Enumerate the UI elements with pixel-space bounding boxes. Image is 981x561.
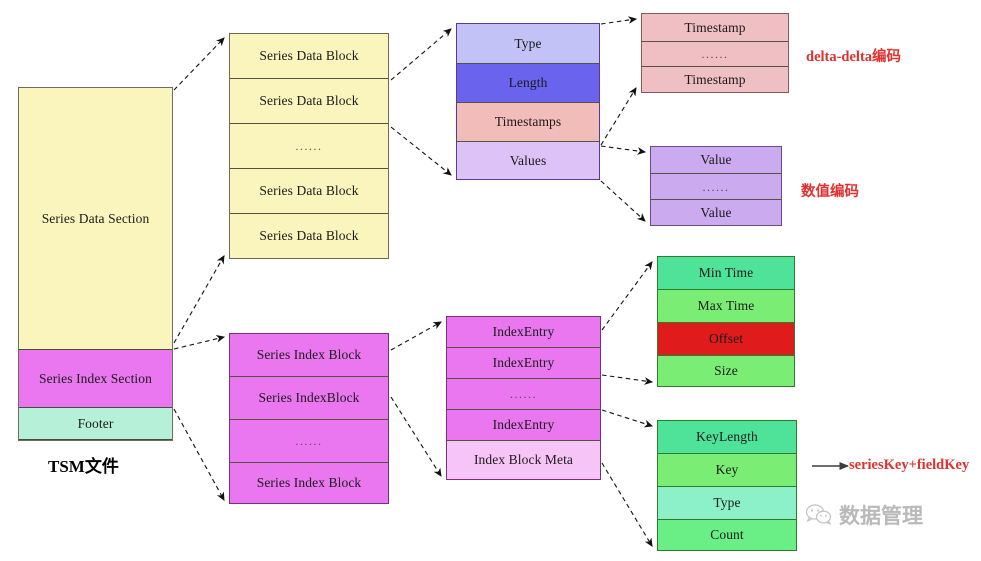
- series-data-block-4[interactable]: Series Data Block: [230, 214, 388, 258]
- tsm-cell-series-index-section[interactable]: Series Index Section: [19, 350, 172, 408]
- series-index-block-ellipsis: ......: [230, 420, 388, 463]
- link-data-section-to-blocks-top: [173, 37, 225, 91]
- watermark-label: 数据管理: [839, 504, 923, 528]
- value-list-stack: Value ...... Value: [650, 146, 782, 226]
- watermark: 数据管理: [805, 500, 923, 530]
- meta-field-count[interactable]: Count: [658, 520, 796, 550]
- index-entry-3[interactable]: IndexEntry: [447, 410, 600, 441]
- index-entry-2[interactable]: IndexEntry: [447, 348, 600, 379]
- link-block-to-detail-bottom: [390, 126, 452, 176]
- series-data-block-3[interactable]: Series Data Block: [230, 169, 388, 214]
- annotation-key-composition: seriesKey+fieldKey: [849, 457, 970, 473]
- link-meta-to-detail-bottom: [601, 462, 653, 547]
- series-index-block-3[interactable]: Series Index Block: [230, 463, 388, 503]
- link-index-section-to-indexblocks-top: [173, 334, 226, 350]
- link-meta-to-detail-top: [601, 409, 654, 428]
- index-block-meta[interactable]: Index Block Meta: [447, 441, 600, 479]
- entry-field-min-time[interactable]: Min Time: [658, 257, 794, 290]
- series-data-block-ellipsis: ......: [230, 124, 388, 169]
- value-last[interactable]: Value: [651, 200, 781, 225]
- link-timestamps-to-list: [600, 87, 637, 146]
- series-data-block-1[interactable]: Series Data Block: [230, 34, 388, 79]
- wechat-icon: [805, 503, 833, 527]
- data-block-detail-stack: Type Length Timestamps Values: [456, 23, 600, 180]
- index-entry-ellipsis: ......: [447, 379, 600, 410]
- index-entry-detail-stack: Min Time Max Time Offset Size: [657, 256, 795, 387]
- timestamp-ellipsis: ......: [642, 42, 788, 67]
- link-entry-to-detail-bottom: [601, 374, 654, 385]
- value-ellipsis: ......: [651, 174, 781, 200]
- data-block-field-type[interactable]: Type: [457, 24, 599, 64]
- annotation-value-encoding: 数值编码: [801, 184, 859, 200]
- link-indexblock-to-entries-bottom: [390, 396, 442, 477]
- series-data-block-stack: Series Data Block Series Data Block ....…: [229, 33, 389, 259]
- link-data-section-to-blocks-bottom: [173, 255, 225, 344]
- timestamp-last[interactable]: Timestamp: [642, 67, 788, 92]
- meta-field-key[interactable]: Key: [658, 454, 796, 487]
- series-data-block-2[interactable]: Series Data Block: [230, 79, 388, 124]
- link-timestamps-to-list-top: [600, 16, 638, 25]
- link-entry-to-detail-top: [601, 261, 653, 331]
- series-index-block-2[interactable]: Series IndexBlock: [230, 377, 388, 420]
- meta-field-type[interactable]: Type: [658, 487, 796, 520]
- meta-field-keylength[interactable]: KeyLength: [658, 421, 796, 454]
- tsm-cell-series-data-section[interactable]: Series Data Section: [19, 88, 172, 350]
- value-first[interactable]: Value: [651, 147, 781, 174]
- index-entry-stack: IndexEntry IndexEntry ...... IndexEntry …: [446, 316, 601, 480]
- data-block-field-values[interactable]: Values: [457, 142, 599, 179]
- link-indexblock-to-entries-top: [390, 321, 442, 351]
- entry-field-offset[interactable]: Offset: [658, 323, 794, 356]
- link-footer-to-indexblocks-bottom: [173, 408, 225, 501]
- index-entry-1[interactable]: IndexEntry: [447, 317, 600, 348]
- tsm-file-stack: Series Data Section Series Index Section…: [18, 87, 173, 441]
- entry-field-max-time[interactable]: Max Time: [658, 290, 794, 323]
- tsm-cell-footer[interactable]: Footer: [19, 408, 172, 440]
- series-index-block-1[interactable]: Series Index Block: [230, 334, 388, 377]
- annotation-timestamp-encoding: delta-delta编码: [806, 49, 902, 65]
- link-values-to-list: [600, 145, 647, 155]
- data-block-field-length[interactable]: Length: [457, 64, 599, 103]
- link-block-to-detail-top: [390, 28, 452, 81]
- timestamp-first[interactable]: Timestamp: [642, 14, 788, 42]
- data-block-field-timestamps[interactable]: Timestamps: [457, 103, 599, 142]
- index-block-meta-detail-stack: KeyLength Key Type Count: [657, 420, 797, 551]
- series-index-block-stack: Series Index Block Series IndexBlock ...…: [229, 333, 389, 504]
- link-values-to-list-bottom: [600, 180, 646, 222]
- tsm-file-caption: TSM文件: [48, 457, 119, 476]
- entry-field-size[interactable]: Size: [658, 356, 794, 386]
- timestamp-list-stack: Timestamp ...... Timestamp: [641, 13, 789, 93]
